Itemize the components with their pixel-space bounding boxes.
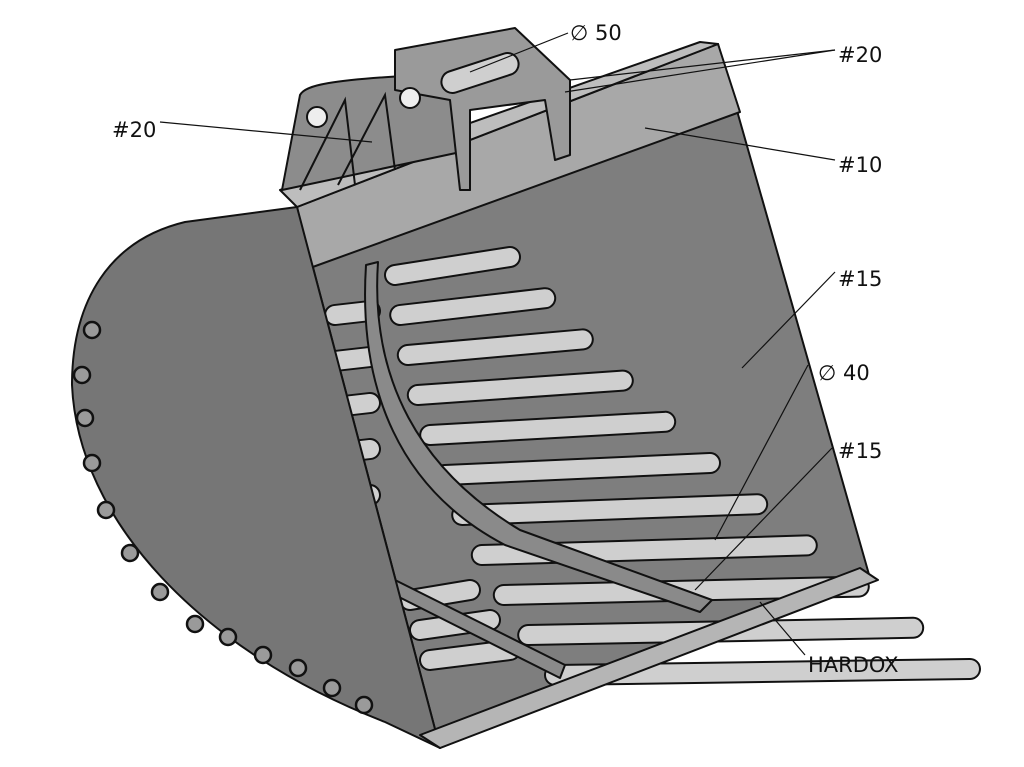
label-cutting-edge: HARDOX — [808, 653, 899, 677]
bar — [391, 289, 555, 324]
lug-hole-icon — [306, 106, 328, 128]
lug-hole-icon — [399, 87, 421, 109]
leader-lines — [159, 32, 836, 656]
bolt-hole-icon — [253, 645, 273, 665]
bolt-hole-icon — [288, 658, 308, 678]
bolt-hole-icon — [120, 543, 140, 563]
cutting-edge — [419, 567, 879, 749]
bolt-hole-icon — [82, 453, 102, 473]
bar — [398, 330, 592, 364]
bar — [436, 454, 719, 484]
right-lug-plate — [394, 27, 571, 191]
side-holes — [72, 320, 374, 715]
label-back-plate: #15 — [838, 267, 882, 291]
bar — [326, 302, 379, 324]
bolt-hole-icon — [354, 695, 374, 715]
pin — [440, 52, 520, 94]
label-lug-plate-right: #20 — [838, 43, 882, 67]
bar — [421, 641, 519, 669]
bolt-hole-icon — [75, 408, 95, 428]
bolt-hole-icon — [218, 627, 238, 647]
bolt-hole-icon — [82, 320, 102, 340]
bar — [421, 412, 675, 444]
label-bar-diameter: ∅ 40 — [818, 361, 870, 385]
curved-rib — [364, 261, 713, 613]
bolt-hole-icon — [72, 365, 92, 385]
bar — [386, 248, 519, 284]
bolt-hole-icon — [96, 500, 116, 520]
label-top-beam: #10 — [838, 153, 882, 177]
bolt-hole-icon — [322, 678, 342, 698]
bolt-hole-icon — [185, 614, 205, 634]
side-plate — [71, 206, 441, 749]
label-lug-plate-left: #20 — [112, 118, 156, 142]
bar — [453, 495, 767, 524]
label-pin-diameter: ∅ 50 — [570, 21, 622, 45]
label-rib-plate: #15 — [838, 439, 882, 463]
bar — [326, 348, 379, 370]
gusset-left — [299, 91, 396, 191]
bolt-hole-icon — [150, 582, 170, 602]
bar — [408, 371, 632, 404]
